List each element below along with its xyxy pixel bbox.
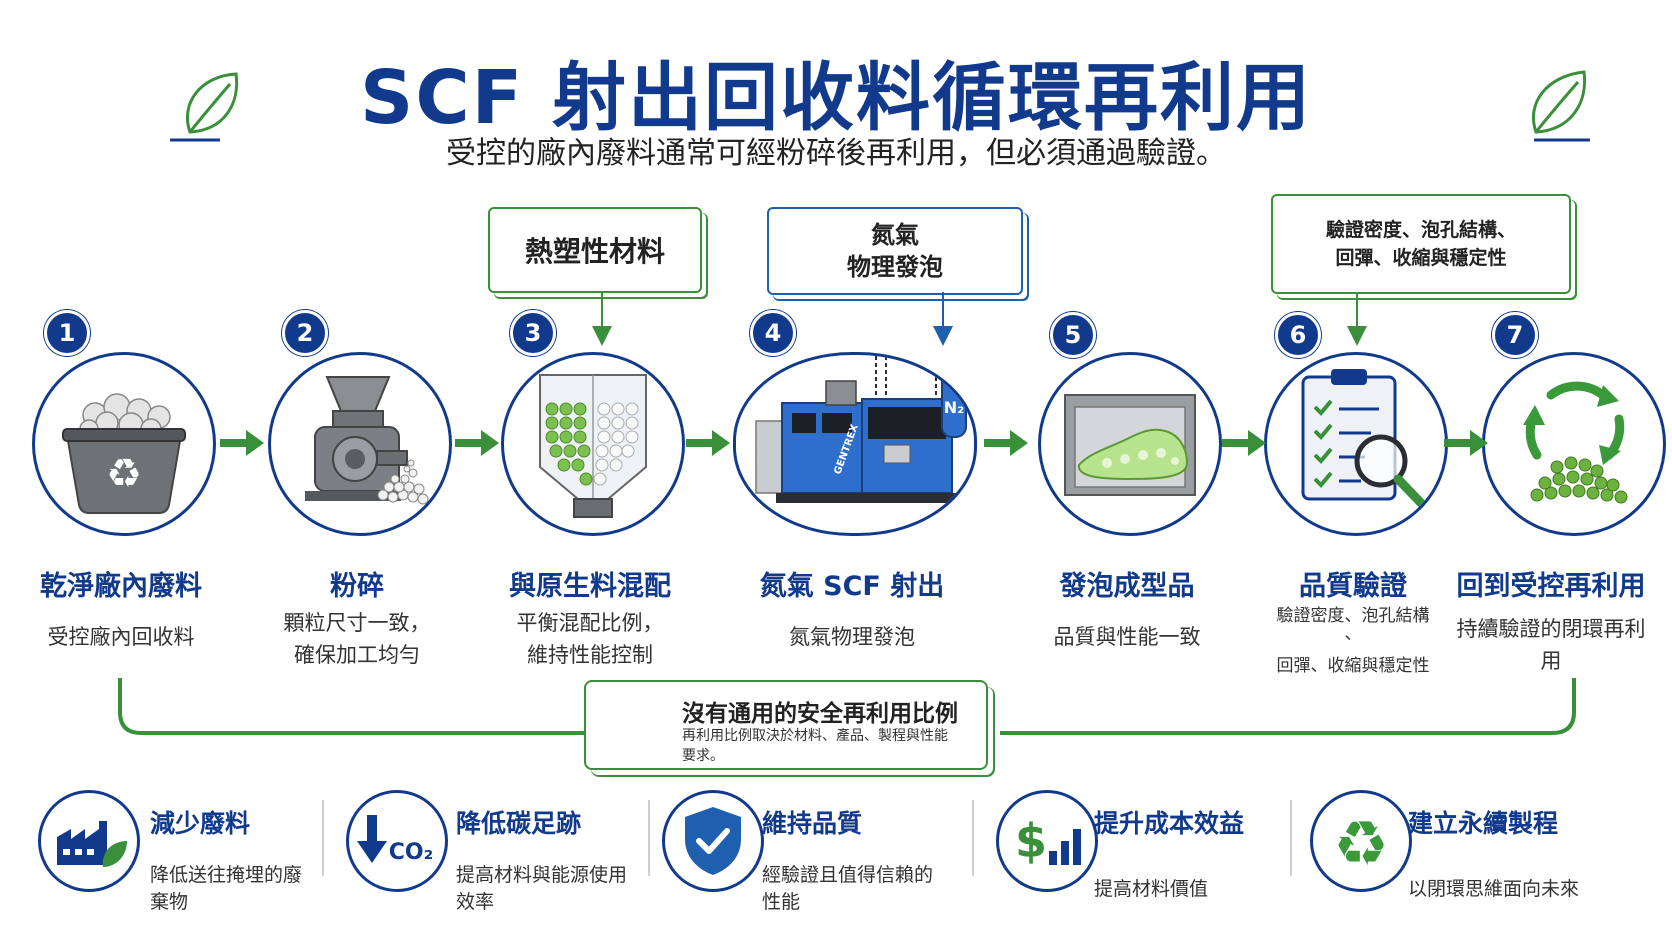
- step-4-title: 氮氣 SCF 射出: [759, 571, 945, 602]
- svg-text:♻: ♻: [1333, 807, 1389, 880]
- injection-machine-icon: GENTREX N₂: [755, 355, 967, 503]
- step-5-circle: [1038, 352, 1222, 536]
- benefit-5-title: 建立永續製程: [1408, 809, 1559, 838]
- step-6-title: 品質驗證: [1299, 571, 1407, 602]
- step-6-desc-line2: 回彈、收縮與穩定性: [1276, 656, 1430, 676]
- recycle-pellets-icon: [1523, 381, 1628, 504]
- divider: [972, 800, 974, 876]
- step-7-desc-line2: 用: [1540, 649, 1562, 673]
- svg-text:N₂: N₂: [944, 398, 964, 417]
- co2-down-icon: CO₂: [346, 790, 448, 892]
- step-3-desc-line2: 維持性能控制: [527, 643, 653, 667]
- step-3-title: 與原生料混配: [509, 571, 671, 602]
- step-2-number: 2: [282, 310, 328, 356]
- note-title: 沒有通用的安全再利用比例: [682, 701, 958, 727]
- benefit-2-desc-line1: 提高材料與能源使用: [456, 864, 628, 886]
- benefit-5-desc: 以閉環思維面向未來: [1408, 878, 1580, 900]
- arrow-right-icon: [984, 430, 1028, 456]
- arrow-right-icon: [686, 430, 730, 456]
- arrow-right-icon: [220, 430, 264, 456]
- benefit-2-title: 降低碳足跡: [456, 809, 582, 838]
- clipboard-magnifier-icon: [1301, 369, 1426, 508]
- step-3-circle: [501, 352, 685, 536]
- step-5-number: 5: [1050, 312, 1096, 358]
- leaf-icon: [1531, 70, 1590, 142]
- step-2-desc-line2: 確保加工均勻: [294, 643, 420, 667]
- benefit-2-desc-line2: 效率: [456, 891, 495, 913]
- benefit-4-title: 提升成本效益: [1094, 809, 1245, 838]
- recycle-bin-icon: ♻: [62, 393, 186, 514]
- leaf-icon: [170, 72, 239, 142]
- benefit-4-desc: 提高材料價值: [1094, 878, 1209, 900]
- dollar-chart-icon: $: [996, 790, 1098, 892]
- step-6-number: 6: [1275, 312, 1321, 358]
- arrow-right-icon: [1444, 430, 1488, 456]
- callout-verification-line1: 驗證密度、泡孔結構、: [1325, 219, 1516, 241]
- hopper-blend-icon: [539, 374, 647, 518]
- loop-line-left: [118, 678, 584, 735]
- reuse-ratio-note: 沒有通用的安全再利用比例 再利用比例取決於材料、產品、製程與性能 要求。: [584, 680, 988, 770]
- co2-text: CO₂: [389, 840, 433, 865]
- step-6-circle: [1264, 352, 1448, 536]
- benefit-1-desc-line1: 降低送往掩埋的廢: [150, 864, 303, 886]
- note-line2: 要求。: [682, 748, 724, 764]
- step-7-circle: [1482, 352, 1666, 536]
- recycle-icon: ♻: [1310, 790, 1412, 892]
- page-title: SCF 射出回收料循環再利用: [360, 55, 1312, 141]
- callout-verification: 驗證密度、泡孔結構、 回彈、收縮與穩定性: [1271, 194, 1571, 294]
- step-2-title: 粉碎: [330, 571, 384, 602]
- callout-nitrogen-line1: 氮氣: [871, 221, 919, 249]
- arrow-right-icon: [455, 430, 499, 456]
- loop-line-right: [1000, 678, 1576, 735]
- step-5-desc: 品質與性能一致: [1053, 625, 1201, 649]
- step-1-desc: 受控廠內回收料: [47, 625, 195, 649]
- benefit-3-title: 維持品質: [762, 809, 863, 838]
- step-5-title: 發泡成型品: [1059, 571, 1195, 602]
- callout-thermoplastic-label: 熱塑性材料: [524, 235, 665, 268]
- step-7-number: 7: [1492, 312, 1538, 358]
- step-1-title: 乾淨廠內廢料: [40, 571, 202, 602]
- shield-check-icon: [662, 790, 764, 892]
- page-subtitle: 受控的廠內廢料通常可經粉碎後再利用，但必須通過驗證。: [446, 136, 1226, 171]
- arrow-right-icon: [1222, 430, 1266, 456]
- factory-leaf-icon: [38, 790, 140, 892]
- step-7-title: 回到受控再利用: [1456, 571, 1646, 602]
- benefit-3-desc-line1: 經驗證且值得信賴的: [762, 864, 934, 886]
- note-line1: 再利用比例取決於材料、產品、製程與性能: [682, 728, 948, 744]
- step-7-desc-line1: 持續驗證的閉環再利: [1456, 617, 1646, 641]
- step-2-circle: [268, 352, 452, 536]
- step-3-number: 3: [510, 310, 556, 356]
- benefit-3-desc-line2: 性能: [762, 891, 801, 913]
- step-4-desc: 氮氣物理發泡: [789, 625, 915, 649]
- svg-text:♻: ♻: [106, 451, 142, 497]
- svg-text:$: $: [1015, 814, 1047, 868]
- callout-nitrogen-line2: 物理發泡: [847, 253, 943, 281]
- benefit-1-desc-line2: 棄物: [150, 891, 189, 913]
- step-1-circle: ♻: [32, 352, 216, 536]
- step-4-number: 4: [750, 310, 796, 356]
- foamed-shoe-icon: [1064, 394, 1196, 496]
- callout-thermoplastic: 熱塑性材料: [488, 207, 702, 293]
- benefit-1-title: 減少廢料: [150, 809, 251, 838]
- callout-nitrogen: 氮氣 物理發泡: [767, 207, 1023, 295]
- step-2-desc-line1: 顆粒尺寸一致，: [283, 611, 431, 635]
- step-3-desc-line1: 平衡混配比例，: [516, 611, 664, 635]
- divider: [648, 800, 650, 876]
- step-4-circle: GENTREX N₂: [733, 352, 977, 536]
- divider: [322, 800, 324, 876]
- step-6-desc-line1: 驗證密度、泡孔結構: [1276, 606, 1430, 626]
- step-6-desc-mid: 、: [1344, 624, 1362, 644]
- callout-verification-line2: 回彈、收縮與穩定性: [1335, 247, 1507, 269]
- divider: [1290, 800, 1292, 876]
- step-1-number: 1: [44, 310, 90, 356]
- grinder-icon: [305, 376, 429, 505]
